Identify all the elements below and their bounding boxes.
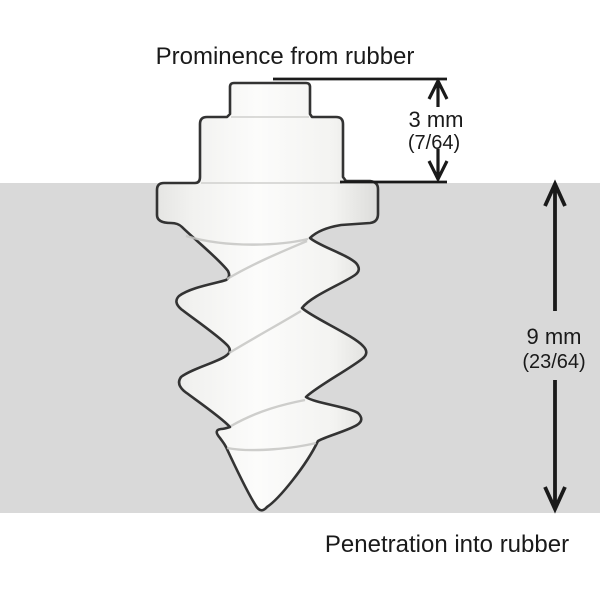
stud-thread-groove	[226, 441, 317, 452]
stud-thread-groove	[230, 398, 306, 428]
arrow-down-3mm-icon	[427, 149, 449, 183]
stud-shape	[155, 81, 380, 512]
stud-thread-groove	[185, 234, 309, 246]
penetration-label: Penetration into rubber	[325, 531, 569, 558]
arrow-down-9mm-icon	[543, 380, 567, 514]
arrow-up-3mm-icon	[427, 77, 449, 107]
penetration-fraction: (23/64)	[522, 351, 585, 373]
stud-thread-groove	[226, 239, 308, 281]
prominence-label: Prominence from rubber	[156, 43, 415, 70]
penetration-value: 9 mm	[527, 324, 582, 349]
prominence-fraction: (7/64)	[408, 132, 460, 154]
arrow-up-9mm-icon	[543, 179, 567, 311]
stud-thread-groove	[228, 309, 302, 355]
prominence-value: 3 mm	[409, 107, 464, 132]
